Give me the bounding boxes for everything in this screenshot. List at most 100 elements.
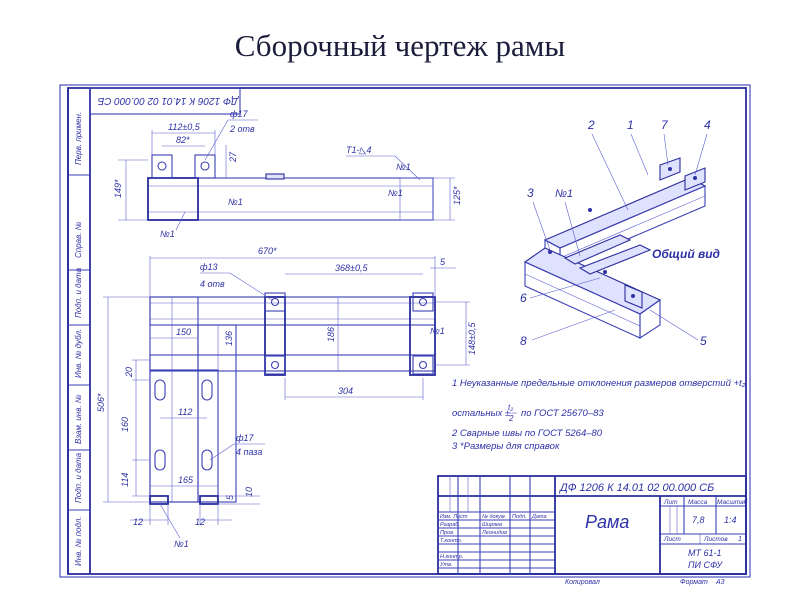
note-3: 3 *Размеры для справок <box>452 441 560 452</box>
sheet-outer-frame <box>59 84 751 578</box>
plan-mid-beam <box>197 324 237 503</box>
side-column: Перв. примен. Справ. № Подп. и дата Инв.… <box>67 88 91 574</box>
plan-n1-b: №1 <box>174 539 189 549</box>
front-view-body <box>147 177 434 221</box>
dim-4paza: 4 паза <box>236 447 262 457</box>
iso-callout-1: 1 <box>627 118 634 132</box>
front-view-end-plate <box>147 177 199 221</box>
dim-165: 165 <box>178 475 194 485</box>
iso-callout-6: 6 <box>520 291 527 305</box>
tb-hdr-sign: Подп. <box>512 514 527 520</box>
dim-4otv: 4 отв <box>200 279 225 289</box>
weld-n1-a: №1 <box>396 162 411 172</box>
weld-n1-c: №1 <box>228 197 243 207</box>
plan-bottom-beam <box>149 354 436 372</box>
title-block-org-2: ПИ СФУ <box>688 560 723 570</box>
title-block-lit: Лит <box>663 499 678 506</box>
iso-view-label: Общий вид <box>652 247 720 261</box>
weld-symbol: Т1-◺4 <box>346 145 371 155</box>
rotated-stamp: ДФ 1206 К 14.01 02 00.000 СБ <box>89 87 241 115</box>
note-2: 2 Сварные швы по ГОСТ 5264–80 <box>451 428 603 439</box>
dim-112: 112±0,5 <box>168 122 201 132</box>
dim-670: 670* <box>258 246 277 256</box>
plan-view: 670* 368±0,5 5 ф13 4 отв 150 136 186 148… <box>96 246 477 549</box>
iso-callout-5: 5 <box>700 334 707 348</box>
notes: 1 Неуказанные предельные отклонения разм… <box>451 378 748 452</box>
title-block-org-1: МТ 61-1 <box>688 548 722 558</box>
weld-n1-d: №1 <box>160 229 175 239</box>
tb-row-nkontr: Н.контр. <box>440 554 463 560</box>
dim-phi17b: ф17 <box>236 433 255 443</box>
side-label-2: Справ. № <box>74 221 83 258</box>
plan-plate-right <box>409 296 436 376</box>
dim-304: 304 <box>338 386 353 396</box>
dim-10: 10 <box>244 487 254 497</box>
title-block-sheets-count: 1 <box>738 536 742 543</box>
title-block: ДФ 1206 К 14.01 02 00.000 СБ Рама Лит Ма… <box>437 475 748 586</box>
iso-callout-2: 2 <box>587 118 595 132</box>
title-block-name: Рама <box>585 512 629 532</box>
side-label-6: Подп. и дата <box>74 452 83 503</box>
rotated-stamp-text: ДФ 1206 К 14.01 02 00.000 СБ <box>97 95 239 106</box>
dim-186: 186 <box>326 327 336 342</box>
dim-368: 368±0,5 <box>335 263 368 273</box>
front-view-post-left <box>151 154 173 179</box>
iso-callout-7: 7 <box>661 118 669 132</box>
tb-format: Формат <box>680 579 708 586</box>
dim-114: 114 <box>120 473 130 487</box>
side-label-4: Инв. № дубл. <box>74 329 83 378</box>
tb-name-2: Леонидов <box>481 530 507 536</box>
sheet-inner-frame <box>67 87 747 575</box>
dim-phi13: ф13 <box>200 262 218 272</box>
title-block-scale: 1:4 <box>724 515 737 525</box>
iso-callout-n1: №1 <box>555 188 573 200</box>
dim-125: 125* <box>452 186 462 205</box>
tb-row-prov: Пров. <box>440 530 455 536</box>
note-1b-post: по ГОСТ 25670–83 <box>521 408 604 419</box>
dim-148: 148±0,5 <box>467 322 477 355</box>
plan-plate-left <box>264 296 286 376</box>
tb-row-utv: Утв. <box>439 562 453 568</box>
front-view-post-right <box>194 154 216 179</box>
dim-5: 5 <box>440 257 446 267</box>
front-view-weld-pad <box>265 173 285 180</box>
tb-doc-no: № докум. <box>482 514 506 520</box>
title-block-code: ДФ 1206 К 14.01 02 00.000 СБ <box>558 482 714 494</box>
title-block-mass-hdr: Масса <box>688 499 708 506</box>
dim-149: 149* <box>113 179 123 198</box>
iso-callout-8: 8 <box>520 334 527 348</box>
dim-20: 20 <box>124 367 134 378</box>
tb-hdr-date: Дата <box>531 514 547 520</box>
dim-2otv: 2 отв <box>229 124 255 134</box>
title-block-sheet: Лист <box>663 536 681 543</box>
title-block-scale-hdr: Масштаб <box>717 498 748 506</box>
dim-112b: 112 <box>178 407 192 417</box>
dim-160: 160 <box>120 417 130 432</box>
tb-row-tkontr: Т.контр. <box>440 538 462 544</box>
title-block-sheets: Листов <box>703 536 728 543</box>
side-label-1: Перв. примен. <box>74 112 83 165</box>
note-1b-pre: остальных ± <box>452 408 510 419</box>
tb-format-val: А3 <box>715 579 725 586</box>
dim-12b: 12 <box>195 517 205 527</box>
side-label-5: Взам. инв. № <box>74 394 83 444</box>
dim-82: 82* <box>176 135 190 145</box>
tb-row-razrab: Разраб. <box>440 522 460 528</box>
dim-506: 506* <box>96 393 106 412</box>
dim-136: 136 <box>224 331 234 346</box>
note-1b-frac-top: t₂ <box>508 403 513 412</box>
side-label-7: Инв. № подл. <box>74 516 83 566</box>
dim-150: 150 <box>176 327 191 337</box>
iso-callout-3: 3 <box>527 186 534 200</box>
slide-title: Сборочный чертеж рамы <box>234 28 566 63</box>
dim-phi17: ф17 <box>230 109 249 119</box>
note-1b-frac-bot: 2 <box>508 414 514 423</box>
iso-view: 2 1 7 4 3 №1 6 8 5 Общий вид <box>520 118 720 348</box>
front-view: 149* 125* 112±0,5 82* ф17 2 отв 27 Т1-◺4… <box>113 109 462 239</box>
plan-top-beam <box>149 296 436 326</box>
tb-name-1: Ширяев <box>482 522 502 528</box>
dim-12a: 12 <box>133 517 143 527</box>
iso-callout-4: 4 <box>704 118 711 132</box>
weld-n1-b: №1 <box>388 188 403 198</box>
title-block-mass: 7,8 <box>692 515 705 525</box>
